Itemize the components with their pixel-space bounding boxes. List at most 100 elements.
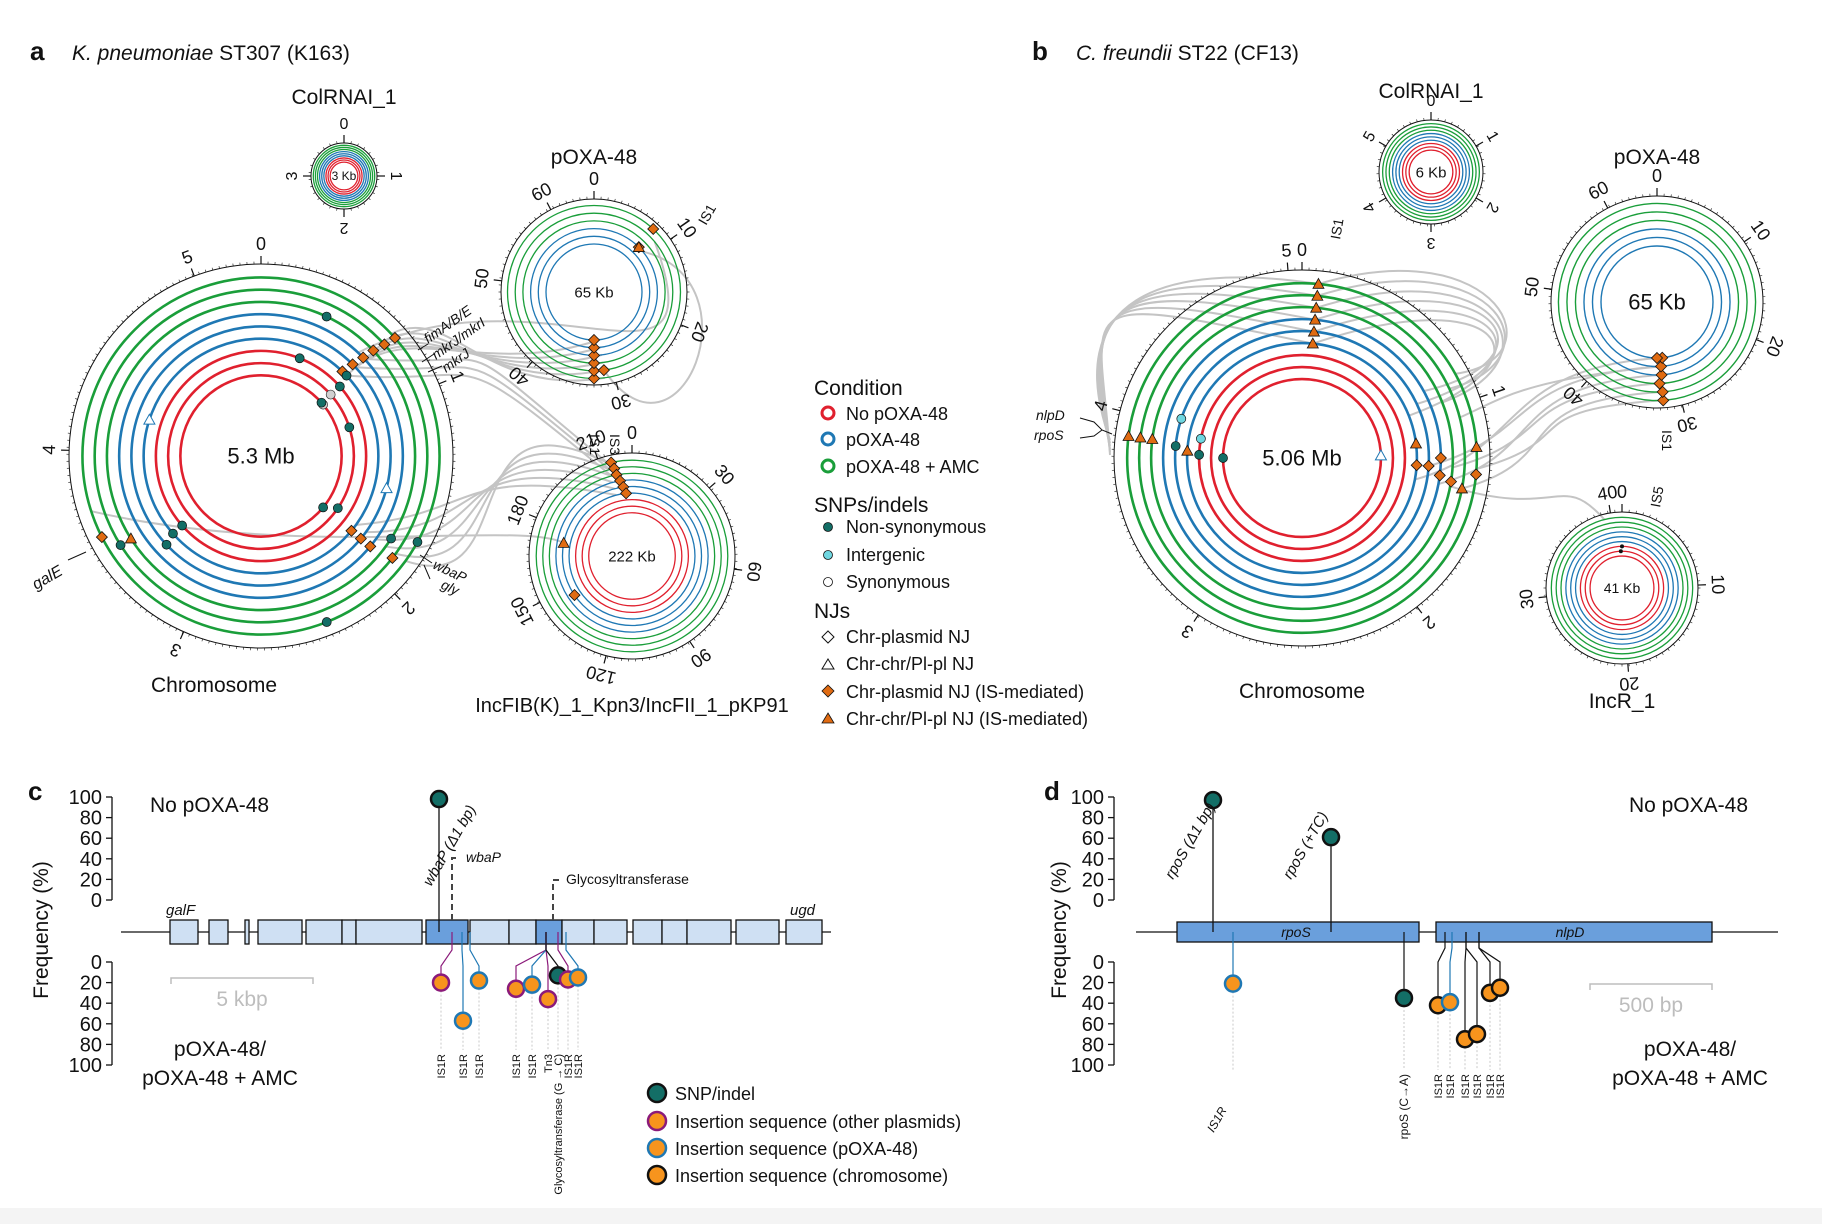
minor-tick [666,349,669,352]
is-junction-diamond [587,364,601,377]
minor-tick [134,601,137,604]
dot-icon-chromosome [646,1164,668,1186]
minor-tick [194,636,197,640]
minor-tick [338,631,341,634]
minor-tick [372,192,375,195]
condition-ring [1557,202,1757,402]
minor-tick [502,263,506,265]
minor-tick [586,649,589,652]
condition-ring [568,492,696,620]
is-lollipop [1490,978,1510,997]
minor-tick [159,289,162,292]
minor-tick [507,332,511,334]
minor-tick [118,587,122,590]
is-lollipop [469,971,489,990]
minor-tick [1192,611,1195,614]
wbap-dashed-marker [451,857,458,920]
snp-lollipop [1394,988,1414,1008]
minor-tick [1476,386,1479,389]
minor-tick [1165,588,1168,592]
condition-ring [1398,139,1464,205]
axis-tick-label: 40 [1082,993,1104,1015]
minor-tick [109,576,113,579]
condition-ring [1401,142,1461,202]
condition-ring [323,155,365,197]
minor-tick [403,325,406,328]
minor-tick [1752,254,1755,257]
minor-tick [511,338,514,341]
minor-tick [1170,593,1173,597]
is-lollipop [1467,1024,1487,1044]
minor-tick [1242,636,1244,640]
minor-tick [116,325,119,328]
minor-tick [535,512,539,515]
major-tick [708,482,716,489]
lower-event-label: IS1R [1460,1074,1472,1099]
minor-tick [1122,393,1126,395]
condition-ring [555,479,709,633]
major-tick [526,361,533,368]
snp-lollipop [429,789,449,809]
minor-tick [1475,530,1478,533]
tick-label: 1 [387,172,404,181]
minor-tick [395,592,399,595]
ring-icon-red [820,405,836,421]
minor-tick [1474,199,1478,202]
minor-tick [325,636,328,640]
minor-tick [1389,205,1392,208]
is-junction-triangle [1134,431,1147,443]
panel-b-letter: b [1032,36,1048,66]
minor-tick [211,267,214,271]
minor-tick [1366,634,1369,637]
panel-a-species: K. pneumoniae [72,42,213,65]
minor-tick [1155,578,1159,581]
major-tick [1681,404,1685,413]
minor-tick [1229,631,1231,635]
axis-tick-label: 20 [1082,869,1104,891]
minor-tick [121,320,124,323]
major-tick [1608,504,1611,513]
tick-label: 2 [1419,612,1439,634]
lower-event-label: Glycosyltransferase (G → C) [553,1054,565,1195]
intergenic-marker [1196,433,1206,444]
tick-label: 20 [1619,673,1641,694]
minor-tick [590,458,592,462]
minor-tick [360,289,363,292]
gene-block [257,919,303,945]
nonsynonymous-marker [1218,453,1228,463]
b-chromosome-title: Chromosome [1239,680,1365,703]
minor-tick [1729,378,1733,381]
minor-tick [724,601,727,603]
minor-tick [1592,387,1595,390]
minor-tick [1598,391,1601,394]
tick-label: 0 [1652,166,1662,186]
minor-tick [528,532,532,534]
condition-ring [316,148,372,204]
minor-tick [514,237,518,240]
tick-label: 60 [528,178,555,205]
legend-ab: Condition No pOXA-48 pOXA-48 pOXA-48 + A… [814,377,1088,729]
minor-tick [1343,272,1345,275]
condition-ring [1405,146,1457,198]
minor-tick [1476,145,1479,148]
minor-tick [610,452,612,456]
minor-tick [1563,638,1567,642]
minor-tick [722,506,726,508]
axis-tick-label: 60 [80,828,102,850]
lollipop-stem [1478,932,1501,988]
minor-tick [1473,380,1477,382]
minor-tick [1704,204,1706,208]
bottom-strip [0,1208,1822,1224]
annot-is1-chrom: IS1 [1327,217,1346,241]
minor-tick [317,197,320,200]
minor-tick [555,483,558,486]
minor-tick [442,391,445,393]
axis-tick-label: 0 [1093,952,1104,974]
axis-tick-label: 80 [1082,808,1104,830]
panel-d-lower-condition-1: pOXA-48/ [1644,1038,1736,1061]
wbap-label: wbaP [466,849,502,865]
minor-tick [169,625,171,628]
minor-tick [443,515,446,518]
minor-tick [500,312,504,314]
axis-tick-label: 100 [1071,787,1104,809]
